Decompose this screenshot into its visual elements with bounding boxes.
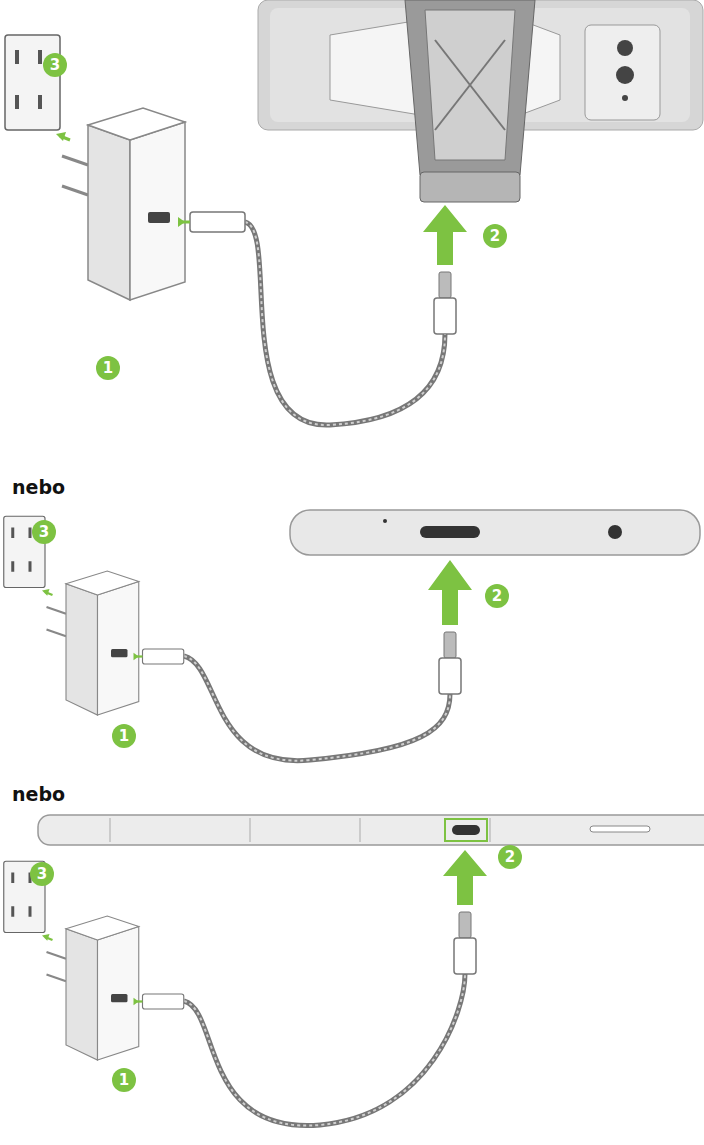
callout-circle: 1 [112,724,136,748]
callout-number: 3 [39,525,49,540]
callout-circle: 1 [96,356,120,380]
callout-number: 3 [50,58,60,73]
callout-circle: 3 [43,53,67,77]
separator-word: nebo [12,783,65,805]
callout-circle: 3 [30,862,54,886]
callout-circle: 2 [483,224,507,248]
callout-number: 2 [490,229,500,244]
callout-number: 3 [37,867,47,882]
callout-circle: 2 [485,584,509,608]
callout-number: 1 [119,1073,129,1088]
callout-number: 1 [119,729,129,744]
callout-circle: 1 [112,1068,136,1092]
callout-circle: 3 [32,520,56,544]
separator-word: nebo [12,476,65,498]
callout-number: 2 [492,589,502,604]
callout-number: 2 [505,850,515,865]
callout-circle: 2 [498,845,522,869]
callout-number: 1 [103,361,113,376]
